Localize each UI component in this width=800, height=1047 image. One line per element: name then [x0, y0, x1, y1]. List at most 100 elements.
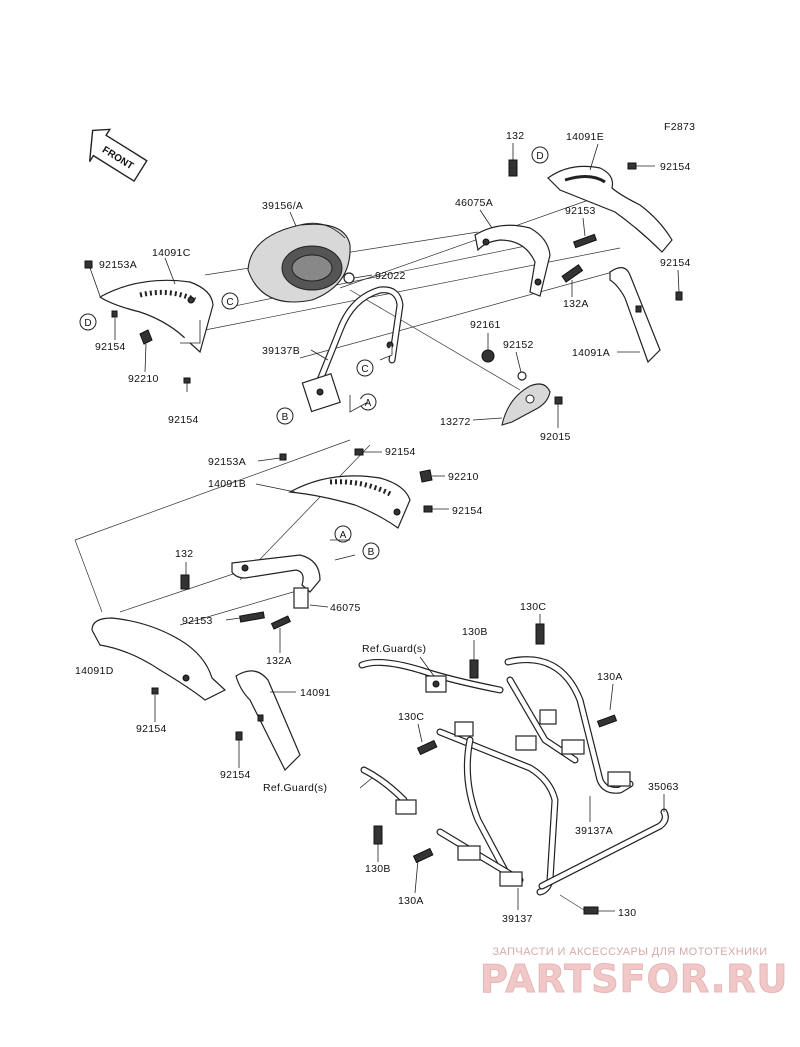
label-14091A: 14091A	[572, 347, 610, 359]
label-130C-b: 130C	[398, 711, 424, 723]
label-132A-top: 132A	[563, 298, 589, 310]
label-92154-f: 92154	[452, 505, 483, 517]
label-ref-guard-2: Ref.Guard(s)	[263, 782, 327, 794]
screw-92154-f-icon	[423, 505, 433, 513]
label-92022: 92022	[375, 270, 406, 282]
label-92161: 92161	[470, 319, 501, 331]
label-39137A: 39137A	[575, 825, 613, 837]
washer-92022	[343, 272, 355, 284]
bolt-130B-b-icon	[373, 825, 383, 845]
grommet-92161	[481, 349, 495, 363]
label-14091E: 14091E	[566, 131, 604, 143]
label-92154-h: 92154	[220, 769, 251, 781]
bolt-132A-mid-icon	[270, 615, 291, 630]
label-92153A-top: 92153A	[99, 259, 137, 271]
label-130: 130	[618, 907, 636, 919]
bracket-46075A	[474, 224, 551, 297]
label-130B-b: 130B	[365, 863, 391, 875]
bolt-132-top-icon	[508, 159, 518, 177]
rack-39137	[436, 721, 559, 896]
label-132A-mid: 132A	[266, 655, 292, 667]
svg-text:C: C	[361, 364, 368, 375]
callout-B-mid: B	[362, 542, 380, 560]
label-130A-a: 130A	[597, 671, 623, 683]
bolt-132-mid-icon	[180, 574, 190, 590]
plate-13272	[501, 383, 551, 426]
cover-14091E	[547, 165, 673, 253]
screw-92153A-icon	[84, 260, 93, 269]
label-130C-a: 130C	[520, 601, 546, 613]
bracket-39137B	[301, 286, 404, 413]
cover-14091C	[98, 279, 214, 354]
label-92153-mid: 92153	[182, 615, 213, 627]
bolt-132A-top-icon	[561, 264, 584, 283]
cover-14091A	[609, 267, 661, 364]
svg-text:D: D	[536, 151, 543, 162]
label-130B-a: 130B	[462, 626, 488, 638]
bolt-130A-a-icon	[596, 714, 618, 728]
screw-92154-h-icon	[235, 731, 243, 741]
label-14091D: 14091D	[75, 665, 114, 677]
flag-markers	[180, 320, 393, 561]
label-92210-b: 92210	[448, 471, 479, 483]
nut-92210-icon	[139, 329, 153, 345]
bolt-130B-a-icon	[469, 659, 479, 679]
screw-92154-e-icon	[354, 448, 364, 456]
label-39137: 39137	[502, 913, 533, 925]
cover-14091B	[288, 475, 411, 529]
label-92154-g: 92154	[136, 723, 167, 735]
cover-14091	[235, 670, 301, 772]
label-92015: 92015	[540, 431, 571, 443]
svg-text:A: A	[340, 530, 347, 541]
label-46075: 46075	[330, 602, 361, 614]
nut-92015-icon	[554, 396, 563, 405]
svg-text:C: C	[226, 297, 233, 308]
label-39156A: 39156/A	[262, 200, 303, 212]
callout-C-upper: C	[221, 292, 239, 310]
svg-text:A: A	[365, 398, 372, 409]
bolt-130A-b-icon	[412, 847, 434, 864]
bolt-130-icon	[583, 906, 599, 915]
label-132-mid: 132	[175, 548, 193, 560]
figure-code: F2873	[664, 121, 695, 133]
bolt-130C-a-icon	[535, 623, 545, 645]
nut-92210-b-icon	[419, 469, 433, 483]
screw-92154-d-icon	[675, 291, 683, 301]
label-92153A-mid: 92153A	[208, 456, 246, 468]
bolt-130C-b-icon	[416, 739, 438, 756]
callout-D-right: D	[531, 146, 549, 164]
label-92154-a: 92154	[95, 341, 126, 353]
svg-text:B: B	[282, 412, 289, 423]
callout-A-mid: A	[334, 525, 352, 543]
label-92154-d: 92154	[660, 257, 691, 269]
label-ref-guard-1: Ref.Guard(s)	[362, 643, 426, 655]
label-13272: 13272	[440, 416, 471, 428]
label-14091C: 14091C	[152, 247, 191, 259]
screw-92153A-mid-icon	[279, 453, 287, 461]
backrest-pad-39156A	[247, 222, 351, 303]
label-46075A: 46075A	[455, 197, 493, 209]
cover-14091D	[91, 617, 227, 701]
svg-text:D: D	[84, 318, 91, 329]
label-39137B: 39137B	[262, 345, 300, 357]
label-92210-a: 92210	[128, 373, 159, 385]
label-14091B: 14091B	[208, 478, 246, 490]
rack-39137A	[504, 656, 634, 794]
screw-92154-b-icon	[183, 377, 191, 384]
screw-92154-c-icon	[627, 162, 637, 170]
label-35063: 35063	[648, 781, 679, 793]
reference-lines-middle	[74, 439, 371, 626]
ref-guard-rail-upper	[358, 658, 504, 694]
label-132-top: 132	[506, 130, 524, 142]
svg-text:B: B	[368, 547, 375, 558]
label-130A-b: 130A	[398, 895, 424, 907]
label-92153-top: 92153	[565, 205, 596, 217]
label-14091: 14091	[300, 687, 331, 699]
callout-D-upper: D	[79, 313, 97, 331]
watermark: ЗАПЧАСТИ И АКСЕССУАРЫ ДЛЯ МОТОТЕХНИКИ PA…	[480, 946, 788, 1001]
collar-92152	[517, 371, 527, 381]
stay-35063	[538, 808, 669, 890]
label-92152: 92152	[503, 339, 534, 351]
label-92154-b: 92154	[168, 414, 199, 426]
